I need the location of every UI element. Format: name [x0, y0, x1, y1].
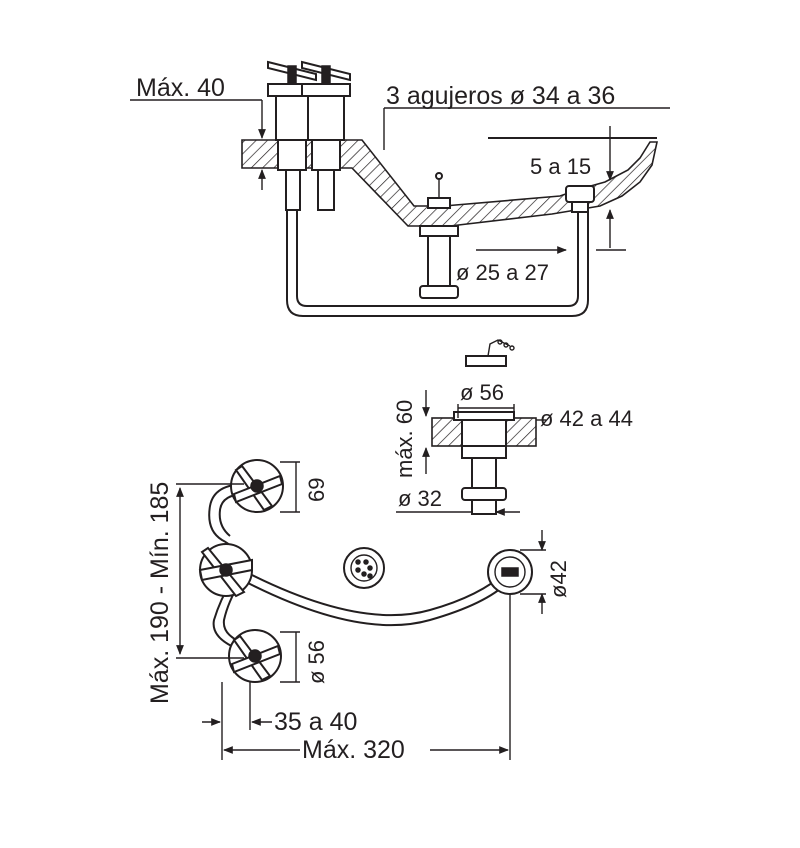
label-max-190-min-185: Máx. 190 - Mín. 185	[146, 482, 174, 704]
hose-spout	[245, 571, 507, 617]
label-diam-32: ø 32	[398, 486, 442, 511]
label-diam-25-27: ø 25 a 27	[456, 260, 549, 285]
section-view: Máx. 40 3 agujeros ø 34 a 36 5 a 15 ø 25…	[130, 60, 670, 317]
plan-view: Máx. 190 - Mín. 185 69 ø 56 ø42 35 a 40 …	[146, 459, 571, 764]
drain-grate-icon	[343, 547, 385, 589]
supply-hose	[286, 206, 589, 317]
spout-plan-icon	[487, 549, 533, 595]
label-max-60: máx. 60	[392, 400, 417, 478]
label-max-40: Máx. 40	[136, 74, 225, 102]
handle-bottom-icon	[228, 629, 282, 683]
label-holes: 3 agujeros ø 34 a 36	[386, 82, 615, 110]
label-5-15: 5 a 15	[530, 154, 591, 179]
label-35-40: 35 a 40	[274, 708, 357, 736]
label-diam-56-side: ø 56	[304, 640, 329, 684]
faucet-body-left	[267, 60, 317, 211]
handle-top-icon	[230, 459, 284, 513]
label-69: 69	[304, 478, 329, 502]
drain-detail: ø 56 máx. 60 ø 42 a 44 ø 32	[392, 339, 633, 516]
plug-icon	[465, 355, 507, 367]
faucet-body-right	[301, 60, 351, 211]
spout	[565, 185, 595, 213]
label-diam-42: ø42	[546, 560, 571, 598]
label-diam-56-top: ø 56	[460, 380, 504, 405]
handle-middle-icon	[198, 543, 253, 598]
label-diam-42-44: ø 42 a 44	[540, 406, 633, 431]
label-max-320: Máx. 320	[302, 736, 405, 764]
drain	[419, 172, 459, 299]
